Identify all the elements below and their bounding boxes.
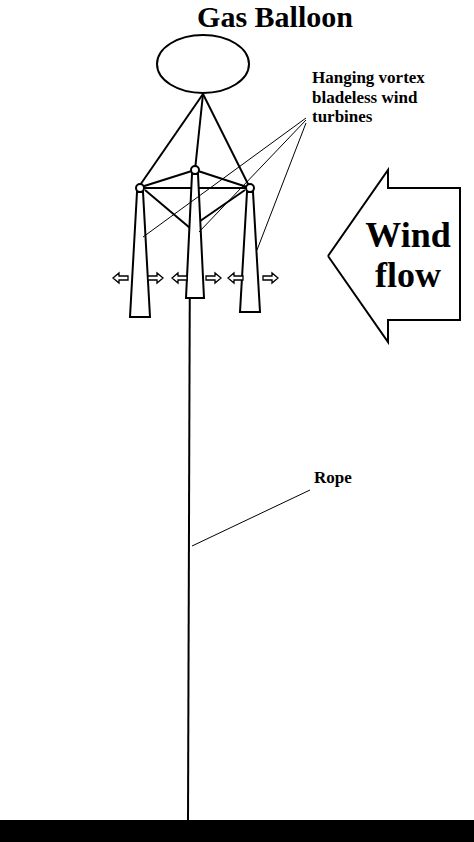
leader-line [143,118,306,237]
vibration-arrow [148,273,163,283]
vibration-arrow [206,273,221,283]
wind-arrow: Wind flow [328,170,462,342]
hanger-ring [136,184,144,192]
rope-label: Rope [314,468,394,488]
tether-line [145,190,190,228]
vibration-arrows [113,273,278,283]
turbine [240,192,260,312]
rope [188,228,190,822]
hanger-ring [191,166,199,174]
vibration-arrow [263,273,278,283]
leader-line [257,123,306,250]
suspension-line [195,94,203,170]
wind-label: Wind flow [358,216,458,295]
turbine [186,174,204,298]
vibration-arrow [113,273,128,283]
suspension-line [138,94,203,188]
vibration-arrow [228,273,243,283]
balloon-envelope [157,35,249,93]
leader-line [199,120,306,232]
frame-bar [138,170,195,188]
leader-lines [143,118,310,546]
ground [0,820,474,842]
leader-line [192,490,310,546]
balloon-title: Gas Balloon [197,0,353,33]
turbine [130,192,150,317]
callout-label: Hanging vortex bladeless wind turbines [312,68,470,127]
hanger-ring [246,184,254,192]
wind-arrow-outline [328,170,460,342]
vibration-arrow [172,273,187,283]
